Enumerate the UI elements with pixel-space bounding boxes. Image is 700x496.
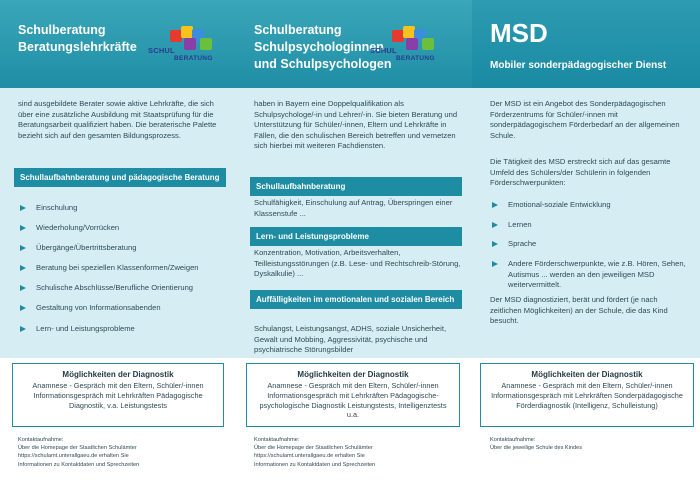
- diagnostics-text: Anamnese - Gespräch mit den Eltern, Schü…: [32, 381, 204, 410]
- list-item: Gestaltung von Informationsabenden: [18, 303, 228, 314]
- diagnostics-box: Möglichkeiten der Diagnostik Anamnese - …: [12, 363, 224, 427]
- triangle-bullet-icon: [20, 205, 26, 211]
- title-line: und Schulpsychologen: [254, 57, 392, 71]
- section-bar: Schullaufbahnberatung und pädagogische B…: [14, 168, 226, 187]
- contact-info: Kontaktaufnahme: Über die Homepage der S…: [254, 437, 376, 468]
- intro-text: sind ausgebildete Berater sowie aktive L…: [18, 99, 217, 140]
- list-item-label: Übergänge/Übertrittsberatung: [36, 243, 137, 253]
- puzzle-icon: [392, 26, 434, 56]
- list-item: Schulische Abschlüsse/Berufliche Orienti…: [18, 283, 228, 294]
- list-item: Emotional-soziale Entwicklung: [490, 200, 690, 211]
- diagnostics-text: Anamnese - Gespräch mit den Eltern, Schü…: [259, 381, 447, 420]
- section-bar: Schullaufbahnberatung: [250, 177, 462, 196]
- column-header: Schulberatung Beratungslehrkräfte SCHUL …: [0, 0, 236, 88]
- list-item: Andere Förderschwerpunkte, wie z.B. Höre…: [490, 259, 690, 291]
- list-item: Lernen: [490, 220, 690, 231]
- outro-text: Der MSD diagnostiziert, berät und förder…: [490, 295, 668, 326]
- title-line: Schulberatung: [254, 23, 342, 37]
- schulberatung-logo: SCHUL BERATUNG: [148, 24, 216, 64]
- section-bar: Lern- und Leistungsprobleme: [250, 227, 462, 246]
- triangle-bullet-icon: [20, 265, 26, 272]
- list-item-label: Wiederholung/Vorrücken: [36, 223, 120, 233]
- column-msd: MSD Mobiler sonderpädagogischer Dienst D…: [472, 0, 700, 496]
- diagnostics-text: Anamnese - Gespräch mit den Eltern, Schü…: [491, 381, 683, 410]
- triangle-bullet-icon: [20, 305, 26, 312]
- intro-text-2: Die Tätigkeit des MSD erstreckt sich auf…: [490, 157, 671, 188]
- list-item: Wiederholung/Vorrücken: [18, 223, 228, 234]
- schulberatung-logo: SCHUL BERATUNG: [370, 24, 438, 64]
- section-text: Schulangst, Leistungsangst, ADHS, sozial…: [254, 324, 447, 355]
- triangle-bullet-icon: [20, 325, 26, 332]
- list-item: Lern- und Leistungsprobleme: [18, 324, 228, 335]
- triangle-bullet-icon: [492, 241, 498, 248]
- contact-info: Kontaktaufnahme: Über die jeweilige Schu…: [490, 437, 583, 452]
- list-item-label: Lern- und Leistungsprobleme: [36, 323, 135, 333]
- msd-title: MSD: [490, 18, 548, 48]
- diagnostics-box: Möglichkeiten der Diagnostik Anamnese - …: [246, 363, 460, 427]
- column-beratungslehrkraefte: Schulberatung Beratungslehrkräfte SCHUL …: [0, 0, 236, 496]
- list-item-label: Schulische Abschlüsse/Berufliche Orienti…: [36, 283, 194, 293]
- section-bar: Auffälligkeiten im emotionalen und sozia…: [250, 290, 462, 309]
- column-title: Schulberatung Beratungslehrkräfte: [18, 22, 137, 56]
- section-text: Schulfähigkeit, Einschulung auf Antrag, …: [254, 198, 453, 218]
- column-title: Schulberatung Schulpsychologinnen und Sc…: [254, 22, 392, 73]
- list-item: Beratung bei speziellen Klassenformen/Zw…: [18, 263, 228, 274]
- logo-word: SCHUL: [148, 46, 175, 55]
- column-schulpsychologen: Schulberatung Schulpsychologinnen und Sc…: [236, 0, 472, 496]
- list-item: Übergänge/Übertrittsberatung: [18, 243, 228, 254]
- list-item: Sprache: [490, 239, 690, 250]
- logo-word: SCHUL: [370, 46, 397, 55]
- title-line: Schulpsychologinnen: [254, 40, 384, 54]
- logo-word: BERATUNG: [174, 55, 213, 62]
- diagnostics-title: Möglichkeiten der Diagnostik: [297, 370, 409, 379]
- list-item-label: Einschulung: [36, 203, 78, 212]
- diagnostics-box: Möglichkeiten der Diagnostik Anamnese - …: [480, 363, 694, 427]
- list-item-label: Andere Förderschwerpunkte, wie z.B. Höre…: [508, 259, 686, 290]
- intro-text: haben in Bayern eine Doppelqualifikation…: [254, 99, 458, 151]
- logo-word: BERATUNG: [396, 55, 435, 62]
- list-item-label: Gestaltung von Informationsabenden: [36, 303, 161, 313]
- section-text: Konzentration, Motivation, Arbeitsverhal…: [254, 248, 461, 279]
- triangle-bullet-icon: [492, 202, 498, 208]
- intro-text: Der MSD ist ein Angebot des Sonderpädago…: [490, 99, 680, 140]
- list-item-label: Emotional-soziale Entwicklung: [508, 200, 611, 209]
- column-header: Schulberatung Schulpsychologinnen und Sc…: [236, 0, 472, 88]
- focus-list: Emotional-soziale Entwicklung Lernen Spr…: [490, 200, 690, 300]
- msd-subtitle: Mobiler sonderpädagogischer Dienst: [490, 60, 667, 71]
- triangle-bullet-icon: [20, 285, 26, 292]
- column-header: MSD Mobiler sonderpädagogischer Dienst: [472, 0, 700, 88]
- diagnostics-title: Möglichkeiten der Diagnostik: [531, 370, 643, 379]
- triangle-bullet-icon: [20, 245, 26, 252]
- list-item-label: Lernen: [508, 219, 532, 229]
- puzzle-icon: [170, 26, 212, 56]
- contact-info: Kontaktaufnahme: Über die Homepage der S…: [18, 437, 140, 468]
- triangle-bullet-icon: [20, 225, 26, 232]
- triangle-bullet-icon: [492, 261, 498, 268]
- diagnostics-title: Möglichkeiten der Diagnostik: [62, 370, 174, 379]
- topic-list: Einschulung Wiederholung/Vorrücken Überg…: [18, 203, 228, 344]
- triangle-bullet-icon: [492, 221, 498, 228]
- list-item: Einschulung: [18, 203, 228, 214]
- title-line: Schulberatung: [18, 23, 106, 37]
- title-line: Beratungslehrkräfte: [18, 40, 137, 54]
- list-item-label: Beratung bei speziellen Klassenformen/Zw…: [36, 263, 199, 273]
- list-item-label: Sprache: [508, 239, 537, 249]
